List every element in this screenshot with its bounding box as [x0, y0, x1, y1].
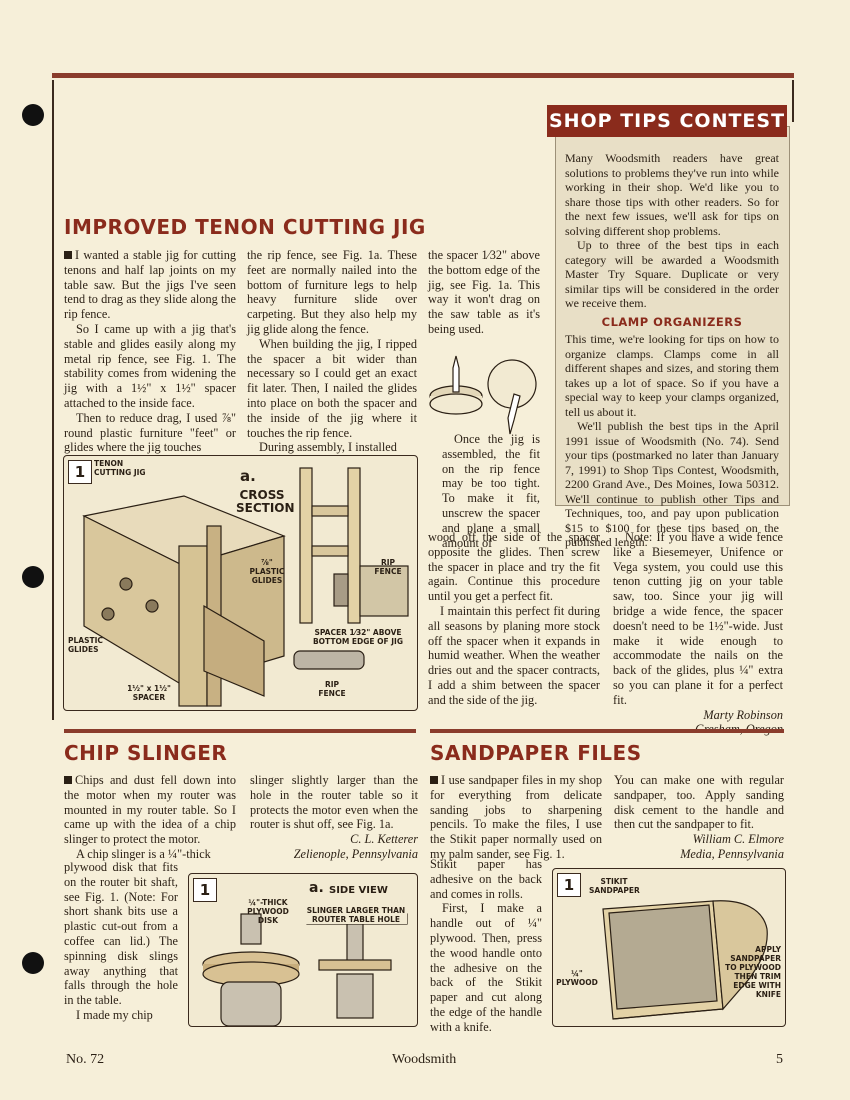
sand-column-1: I use sandpaper files in my shop for eve… [430, 773, 602, 862]
label-apply-sandpaper: APPLY SANDPAPER TO PLYWOOD THEN TRIM EDG… [725, 945, 781, 999]
top-rule [52, 73, 794, 78]
paragraph: wood off the side of the spacer opposite… [428, 530, 600, 604]
label-spacer: 1½" x 1½" SPACER [127, 684, 171, 702]
label-tenon-jig: TENON CUTTING JIG [94, 459, 146, 477]
paragraph: When building the jig, I ripped the spac… [247, 336, 417, 440]
label-stikit-sandpaper: STIKIT SANDPAPER [589, 877, 640, 895]
paragraph: Many Woodsmith readers have great soluti… [565, 151, 779, 238]
tenon-column-4: Note: If you have a wide fence like a Bi… [613, 530, 783, 737]
paragraph: So I came up with a jig that's stable an… [64, 321, 236, 410]
binder-hole [22, 952, 44, 974]
label-cross-section: CROSS SECTION [236, 488, 295, 515]
label-rip-fence-a: RIP FENCE [374, 558, 402, 576]
article-title-chip: CHIP SLINGER [64, 741, 228, 765]
label-plywood-disk: ¼"-THICK PLYWOOD DISK [247, 898, 289, 925]
paragraph: plywood disk that fits on the router bit… [64, 860, 178, 1008]
author-name: Marty Robinson [703, 707, 783, 722]
figure-number: 1 [193, 878, 217, 902]
author-location: Zelienople, Pennsylvania [293, 846, 418, 861]
bullet-square [64, 251, 72, 259]
author-name: C. L. Ketterer [350, 832, 418, 847]
paragraph: I maintain this perfect fit during all s… [428, 603, 600, 707]
figure-sub-label: a. [309, 880, 324, 896]
chip-column-1-narrow: plywood disk that fits on the router bit… [64, 860, 178, 1023]
paragraph: You can make one with regular sandpaper,… [614, 773, 784, 832]
paragraph: I made my chip [76, 1007, 153, 1022]
bullet-square [430, 776, 438, 784]
label-rip-fence: RIP FENCE [318, 680, 346, 698]
label-slinger-note: SLINGER LARGER THAN ROUTER TABLE HOLE [305, 906, 407, 924]
footer-issue-number: No. 72 [66, 1052, 105, 1067]
frame-left [52, 80, 54, 720]
paragraph: Chips and dust fell down into the motor … [64, 773, 236, 847]
tenon-column-3-top: the spacer 1⁄32" above the bottom edge o… [428, 248, 540, 337]
paragraph: During assembly, I installed [259, 440, 397, 455]
section-rule [64, 729, 416, 733]
paragraph: A chip slinger is a ¼"-thick [76, 846, 211, 861]
figure-chip-slinger: 1 ¼"-THICK PLYWOOD DISK a. SIDE VIEW SLI… [188, 873, 418, 1027]
contest-box [555, 126, 790, 506]
paragraph: Up to three of the best tips in each cat… [565, 238, 779, 310]
tenon-column-1: I wanted a stable jig for cutting tenons… [64, 248, 236, 455]
author-location: Media, Pennsylvania [680, 846, 784, 861]
furniture-glides-illustration [429, 355, 537, 435]
chip-column-1: Chips and dust fell down into the motor … [64, 773, 236, 862]
footer-page-number: 5 [776, 1052, 783, 1067]
paragraph: Once the jig is assembled, the fit on th… [442, 432, 540, 550]
sandpaper-file-drawing [602, 900, 768, 1020]
frame-right [792, 80, 794, 122]
label-plywood: ¼" PLYWOOD [556, 969, 598, 987]
footer-magazine-name: Woodsmith [392, 1052, 457, 1067]
author-name: William C. Elmore [692, 832, 784, 847]
chip-column-2: slinger slightly larger than the hole in… [250, 773, 418, 862]
tenon-column-3-mid: Once the jig is assembled, the fit on th… [442, 432, 540, 550]
contest-banner: SHOP TIPS CONTEST [547, 105, 787, 137]
paragraph: Stikit paper has adhesive on the back an… [430, 857, 542, 901]
paragraph: We'll publish the best tips in the April… [565, 419, 779, 549]
sand-column-2: You can make one with regular sandpaper,… [614, 773, 784, 862]
paragraph: Note: If you have a wide fence like a Bi… [613, 530, 783, 707]
paragraph: First, I make a handle out of ¼" plywood… [430, 901, 542, 1034]
paragraph: This time, we're looking for tips on how… [565, 332, 779, 419]
tenon-jig-drawing [82, 467, 409, 707]
binder-hole [22, 104, 44, 126]
figure-sandpaper-file: 1 STIKIT SANDPAPER ¼" PLYWOOD APPLY SAND… [552, 868, 786, 1027]
article-title-tenon: IMPROVED TENON CUTTING JIG [64, 215, 426, 239]
label-plastic-glides: PLASTIC GLIDES [68, 636, 103, 654]
paragraph: the rip fence, see Fig. 1a. These feet a… [247, 248, 417, 336]
paragraph: I use sandpaper files in my shop for eve… [430, 773, 602, 861]
tenon-column-2: the rip fence, see Fig. 1a. These feet a… [247, 248, 417, 455]
label-plastic-glides-a: ⅞" PLASTIC GLIDES [249, 558, 285, 585]
figure-tenon-jig: 1 TENON CUTTING JIG a. CROSS SECTION ⅞" … [63, 455, 418, 711]
binder-hole [22, 566, 44, 588]
contest-subhead: CLAMP ORGANIZERS [601, 314, 743, 329]
paragraph: the spacer 1⁄32" above the bottom edge o… [428, 248, 540, 336]
label-spacer-note: SPACER 1⁄32" ABOVE BOTTOM EDGE OF JIG [312, 628, 404, 646]
figure-sub-label: a. [240, 467, 256, 485]
label-side-view: SIDE VIEW [329, 885, 388, 896]
section-rule [430, 729, 784, 733]
bullet-square [64, 776, 72, 784]
contest-text: Many Woodsmith readers have great soluti… [565, 151, 779, 550]
figure-number: 1 [557, 873, 581, 897]
paragraph: slinger slightly larger than the hole in… [250, 773, 418, 832]
figure-number: 1 [68, 460, 92, 484]
article-title-sandpaper: SANDPAPER FILES [430, 741, 642, 765]
paragraph: Then to reduce drag, I used ⅞" round pla… [64, 410, 236, 455]
sand-column-1-narrow: Stikit paper has adhesive on the back an… [430, 857, 542, 1035]
tenon-column-3-bottom: wood off the side of the spacer opposite… [428, 530, 600, 708]
paragraph: I wanted a stable jig for cutting tenons… [64, 248, 236, 322]
